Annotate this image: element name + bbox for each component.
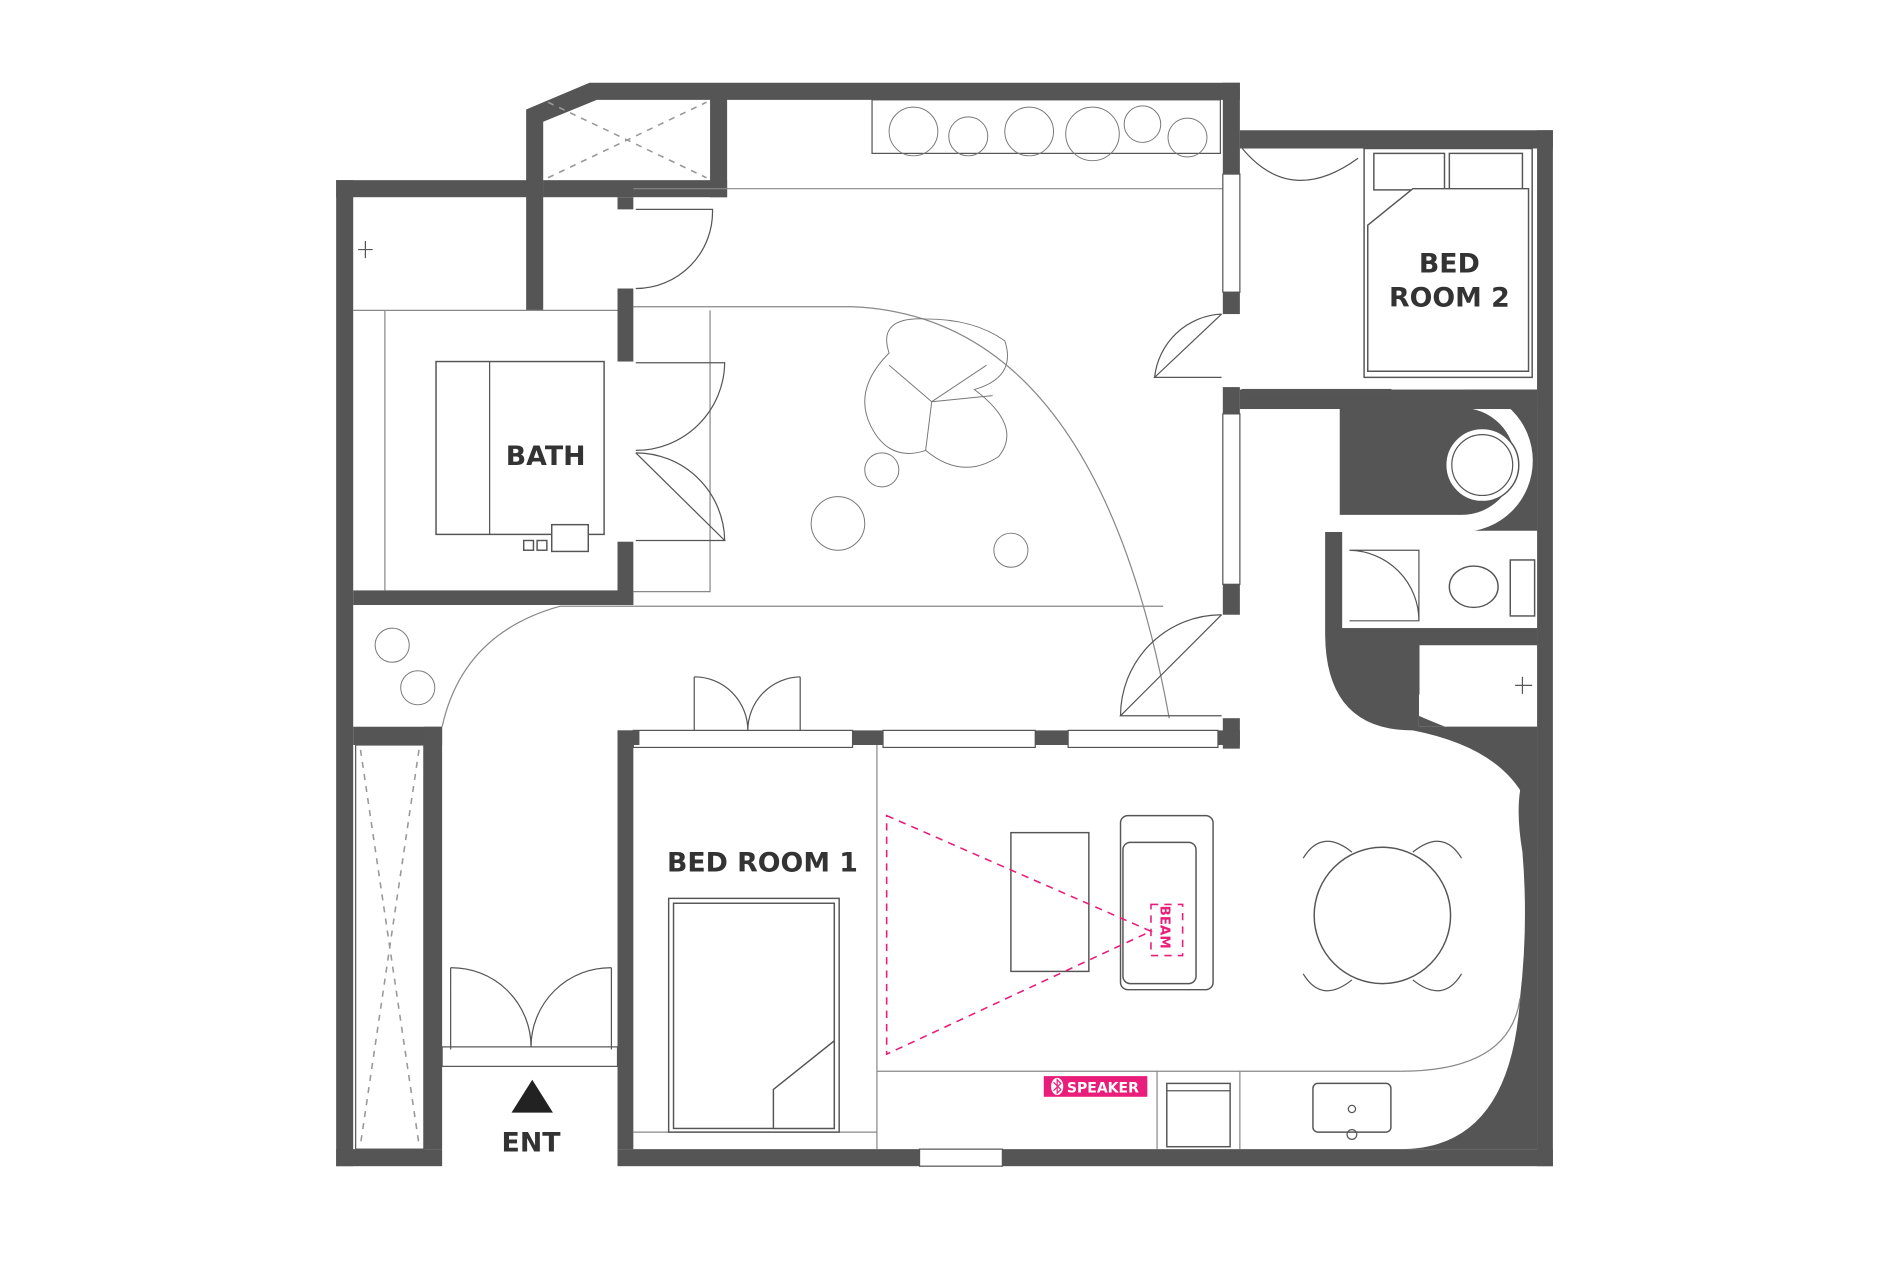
entrance-arrow-icon (511, 1079, 553, 1113)
dining-table (1313, 846, 1452, 985)
bath-label: BATH (506, 441, 586, 472)
bedroom2-label-line2: ROOM 2 (1389, 283, 1510, 314)
bedroom2-label-line1: BED (1419, 249, 1480, 280)
entrance-label: ENT (502, 1128, 562, 1159)
furniture (358, 147, 1536, 1148)
toilet (1448, 565, 1499, 609)
bathtub (435, 360, 605, 536)
walls (336, 82, 1553, 1167)
interior-lines (353, 99, 1521, 1167)
sink-round (1444, 427, 1520, 503)
kitchen-sink (1312, 1082, 1392, 1133)
beam-label: BEAM (1157, 906, 1172, 949)
bedroom1-label: BED ROOM 1 (667, 848, 858, 879)
speaker-label: SPEAKER (1067, 1081, 1139, 1097)
plants (374, 105, 1208, 706)
speaker-badge: SPEAKER (1043, 1076, 1148, 1097)
beam-coverage: BEAM (885, 814, 1184, 1056)
